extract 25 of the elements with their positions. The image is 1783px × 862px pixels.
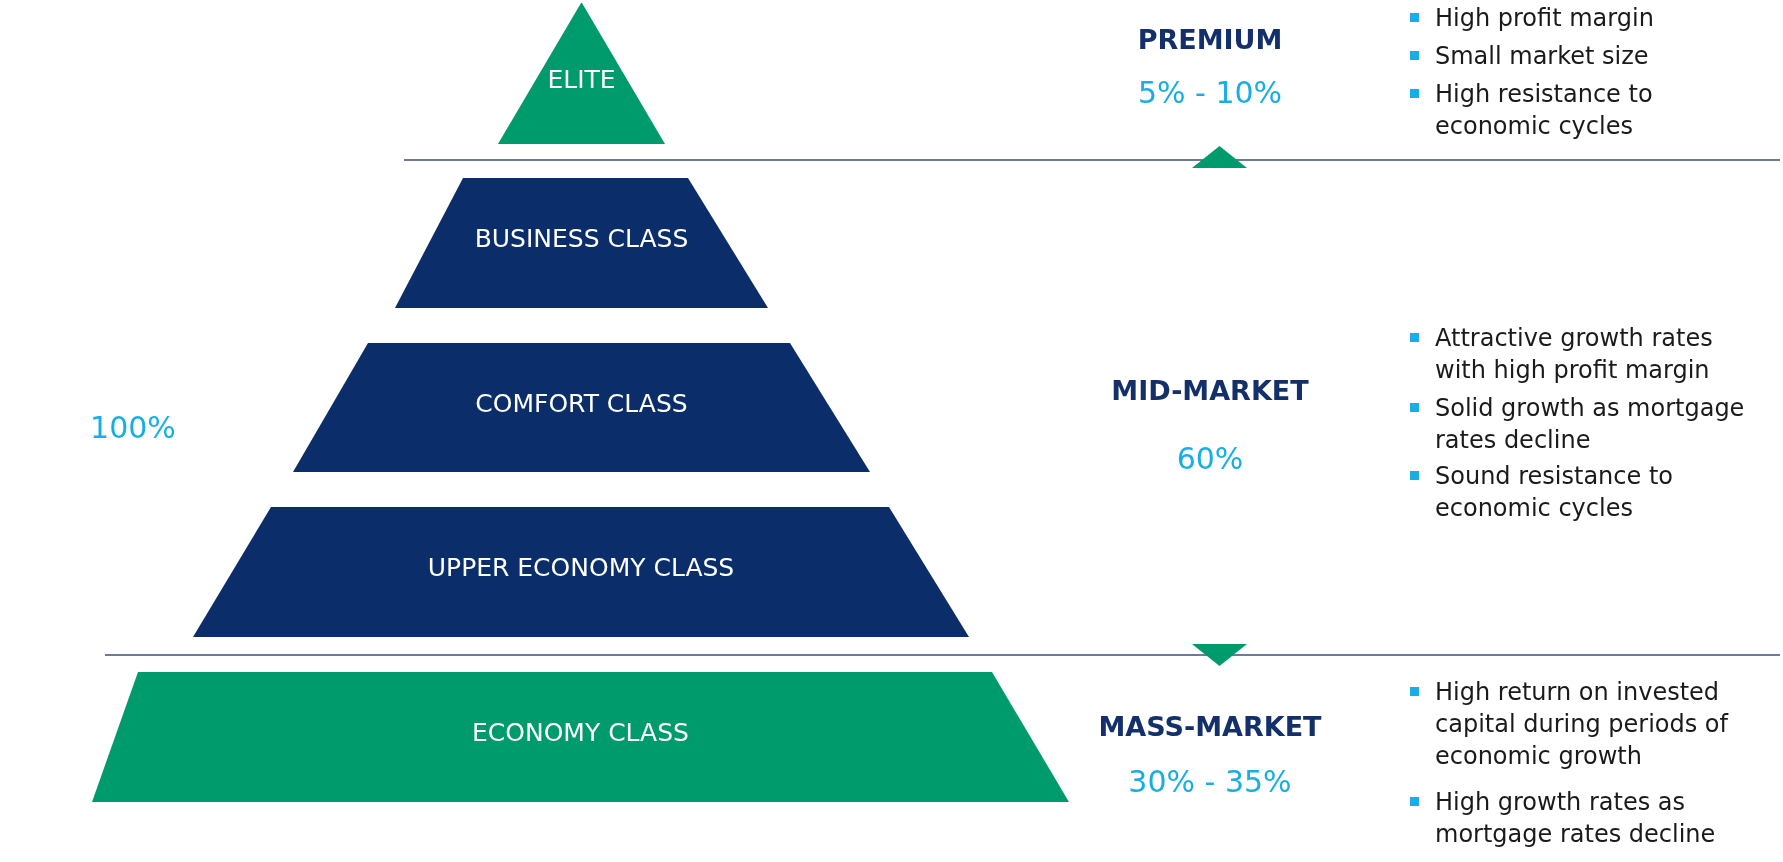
bullet-point: Solid growth as mortgage rates decline (1408, 392, 1745, 456)
segment-heading: MID-MARKET (1110, 375, 1310, 406)
percentage-value: 100% (89, 410, 177, 445)
pyramid-tier-trapezoid (395, 178, 768, 308)
tier-label: COMFORT CLASS (474, 389, 689, 418)
pyramid-tier-triangle (498, 3, 665, 144)
bullet-point: High profit margin (1408, 2, 1745, 34)
bullet-point: Sound resistance to economic cycles (1408, 460, 1745, 524)
percentage-value: 30% - 35% (1127, 764, 1293, 799)
pyramid-tier-trapezoid (293, 343, 870, 472)
pyramid-tier-trapezoid (92, 672, 1069, 802)
bullet-point: High growth rates as mortgage rates decline (1408, 786, 1745, 850)
tier-label: UPPER ECONOMY CLASS (426, 553, 736, 582)
bullet-point: High return on invested capital during periods of economic growth (1408, 676, 1745, 772)
pyramid-tier-trapezoid (193, 507, 969, 637)
bullet-point: High resistance to economic cycles (1408, 78, 1745, 142)
segment-heading: MASS-MARKET (1097, 711, 1323, 742)
percentage-value: 5% - 10% (1136, 75, 1284, 110)
tier-label: BUSINESS CLASS (473, 224, 690, 253)
bullet-point: Small market size (1408, 40, 1745, 72)
bullet-point: Attractive growth rates with high profit margin (1408, 322, 1745, 386)
percentage-value: 60% (1175, 441, 1245, 476)
tier-label: ECONOMY CLASS (471, 718, 690, 747)
segment-heading: PREMIUM (1136, 24, 1284, 55)
tier-label: ELITE (546, 65, 617, 94)
